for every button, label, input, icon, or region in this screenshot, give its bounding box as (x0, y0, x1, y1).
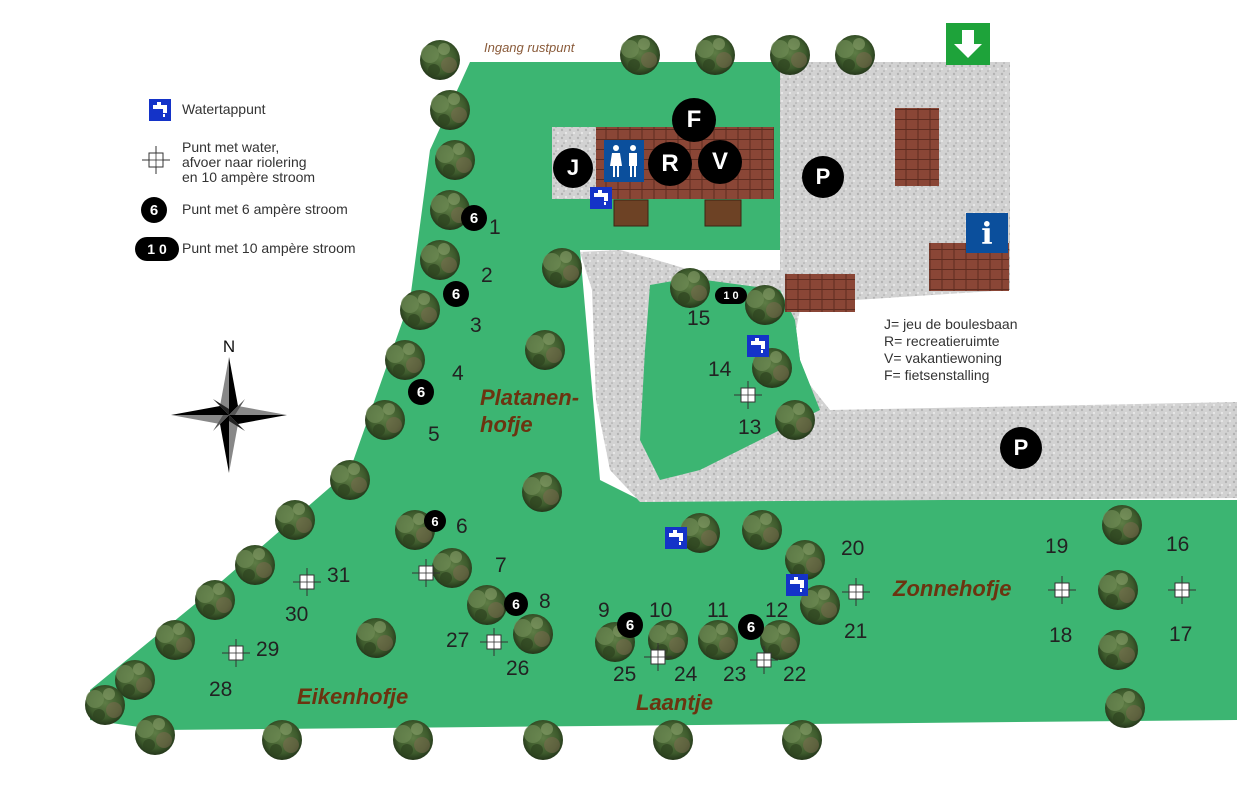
pitch-number[interactable]: 15 (687, 307, 711, 330)
six-amp-point[interactable]: 6 (443, 281, 469, 307)
pitch-number[interactable]: 18 (1049, 624, 1073, 647)
badge-f-fietsenstalling[interactable]: F (672, 98, 716, 142)
key-j: J= jeu de boulesbaan (884, 316, 1018, 332)
pitch-number[interactable]: 2 (481, 264, 493, 287)
tap-icon-20[interactable] (786, 574, 808, 596)
pitch-number[interactable]: 31 (327, 564, 351, 587)
pitch-number[interactable]: 6 (456, 515, 468, 538)
badge-j-jeu-de-boules[interactable]: J (553, 148, 593, 188)
pitch-number[interactable]: 13 (738, 416, 762, 439)
zone-label-zonnehofje: Zonnehofje (893, 576, 1012, 601)
key-v: V= vakantiewoning (884, 350, 1002, 366)
zone-label-platanenhofje: Platanen- hofje (480, 384, 579, 438)
pitch-number[interactable]: 1 (489, 216, 501, 239)
pitch-number[interactable]: 7 (495, 554, 507, 577)
zone-label-platanenhofje-line2: hofje (480, 412, 533, 437)
badge-p-parking-2[interactable]: P (1000, 427, 1042, 469)
six-amp-point[interactable]: 6 (461, 205, 487, 231)
pitch-number[interactable]: 8 (539, 590, 551, 613)
pitch-number[interactable]: 3 (470, 314, 482, 337)
compass-icon (171, 357, 287, 473)
facility-key: J= jeu de boulesbaan R= recreatieruimte … (884, 316, 1018, 384)
pitch-number[interactable]: 16 (1166, 533, 1190, 556)
svg-text:i: i (981, 217, 992, 252)
pitch-number[interactable]: 29 (256, 638, 280, 661)
pitch-number[interactable]: 4 (452, 362, 464, 385)
zone-label-laantje: Laantje (636, 690, 714, 715)
pitch-number[interactable]: 24 (674, 663, 698, 686)
pitch-number[interactable]: 9 (598, 599, 610, 622)
pitch-number[interactable]: 25 (613, 663, 637, 686)
pitch-number[interactable]: 20 (841, 537, 865, 560)
gravel-inner-cut (640, 278, 820, 480)
legend-row-ten-amp: 1 0 Punt met 10 ampère stroom (130, 237, 356, 261)
info-icon[interactable]: i (966, 213, 1008, 253)
six-amp-point[interactable]: 6 (424, 510, 446, 532)
pitch-number[interactable]: 12 (765, 599, 789, 622)
pitch-number[interactable]: 23 (723, 663, 747, 686)
pitch-number[interactable]: 19 (1045, 535, 1069, 558)
legend-row-water-point: Punt met water, afvoer naar riolering en… (130, 140, 315, 185)
six-amp-point[interactable]: 6 (617, 612, 643, 638)
six-amp-point[interactable]: 6 (504, 592, 528, 616)
badge-v-vakantiewoning[interactable]: V (698, 140, 742, 184)
pitch-number[interactable]: 21 (844, 620, 868, 643)
shed-roof-3 (785, 274, 855, 312)
pitch-number[interactable]: 14 (708, 358, 732, 381)
legend-ten-amp-icon: 1 0 (135, 237, 179, 261)
legend-water-point-label: Punt met water, afvoer naar riolering en… (182, 139, 316, 185)
tap-icon-building[interactable] (590, 187, 612, 209)
pitch-number[interactable]: 26 (506, 657, 530, 680)
bench-2 (704, 199, 742, 227)
pitch-number[interactable]: 27 (446, 629, 470, 652)
ten-amp-point[interactable]: 1 0 (715, 287, 747, 304)
zone-label-eikenhofje: Eikenhofje (297, 684, 409, 709)
six-amp-point[interactable]: 6 (408, 379, 434, 405)
legend-six-amp-label: Punt met 6 ampère stroom (182, 201, 348, 217)
badge-p-parking-1[interactable]: P (802, 156, 844, 198)
zone-label-platanenhofje-line1: Platanen- (480, 385, 580, 410)
pitch-number[interactable]: 17 (1169, 623, 1193, 646)
pitch-number[interactable]: 28 (209, 678, 233, 701)
tap-icon-14[interactable] (747, 335, 769, 357)
legend-six-amp-icon: 6 (141, 197, 167, 223)
entrance-label: Ingang rustpunt (484, 40, 575, 55)
pitch-number[interactable]: 11 (707, 599, 729, 622)
bench-1 (613, 199, 649, 227)
pitch-number[interactable]: 22 (783, 663, 807, 686)
compass-north-label: N (223, 337, 235, 356)
badge-r-recreatieruimte[interactable]: R (648, 142, 692, 186)
pitch-number[interactable]: 5 (428, 423, 440, 446)
legend-ten-amp-label: Punt met 10 ampère stroom (182, 240, 356, 256)
tap-icon-laantje[interactable] (665, 527, 687, 549)
toilet-icon (604, 140, 644, 182)
legend-tap-label: Watertappunt (182, 101, 266, 117)
key-f: F= fietsenstalling (884, 367, 990, 383)
legend-row-tap: Watertappunt (130, 102, 266, 117)
shed-roof-1 (895, 108, 939, 186)
six-amp-point[interactable]: 6 (738, 614, 764, 640)
pitch-number[interactable]: 10 (649, 599, 673, 622)
exit-arrow-icon[interactable] (946, 23, 990, 65)
legend-row-six-amp: 6 Punt met 6 ampère stroom (130, 197, 348, 223)
key-r: R= recreatieruimte (884, 333, 1000, 349)
pitch-number[interactable]: 30 (285, 603, 309, 626)
grass-main (90, 62, 1237, 730)
